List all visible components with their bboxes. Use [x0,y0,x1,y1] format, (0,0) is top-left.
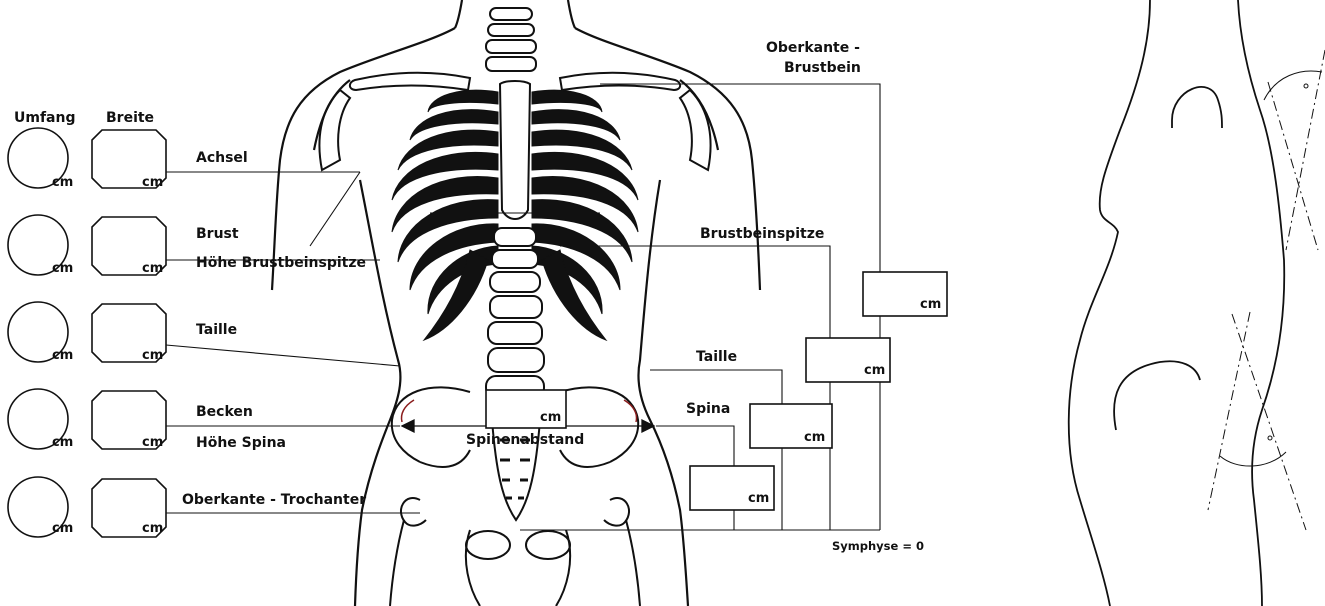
cervical-spine [486,8,536,71]
box-unit-3: cm [142,349,163,363]
circle-unit-2: cm [52,262,73,276]
label-hoehe-spina: Höhe Spina [196,435,286,451]
circle-unit-3: cm [52,349,73,363]
left-leader-lines [166,172,420,513]
box-unit-2: cm [142,262,163,276]
header-umfang: Umfang [14,110,75,126]
circle-unit-1: cm [52,176,73,190]
label-spina: Spina [686,401,730,417]
side-view-body [1069,0,1285,606]
circle-unit-4: cm [52,436,73,450]
label-brustbeinspitze: Brustbeinspitze [700,226,824,242]
sternum [500,81,530,219]
right-box-unit-1: cm [920,298,941,312]
label-symphyse: Symphyse = 0 [832,538,924,554]
side-view-angles [1208,50,1325,530]
lumbar-spine [486,228,544,398]
label-brust: Brust [196,226,239,242]
label-achsel: Achsel [196,150,248,166]
label-taille-right: Taille [696,349,737,365]
right-value-boxes [690,272,947,510]
spine-box-unit: cm [540,411,561,425]
label-oberkante-line1: Oberkante - [766,40,860,56]
label-oberkante-line2: Brustbein [784,60,861,76]
header-breite: Breite [106,110,154,126]
box-unit-1: cm [142,176,163,190]
right-box-unit-2: cm [864,364,885,378]
box-unit-5: cm [142,522,163,536]
angle-arcs [1220,71,1322,466]
label-hoehe-brustbeinspitze: Höhe Brustbeinspitze [196,255,366,271]
label-oberkante-trochanter: Oberkante - Trochanter [182,492,366,508]
label-becken: Becken [196,404,253,420]
label-spinenabstand: Spinenabstand [466,432,584,448]
box-unit-4: cm [142,436,163,450]
right-box-unit-4: cm [748,492,769,506]
right-box-unit-3: cm [804,431,825,445]
circle-unit-5: cm [52,522,73,536]
width-boxes [92,130,166,537]
label-taille-left: Taille [196,322,237,338]
